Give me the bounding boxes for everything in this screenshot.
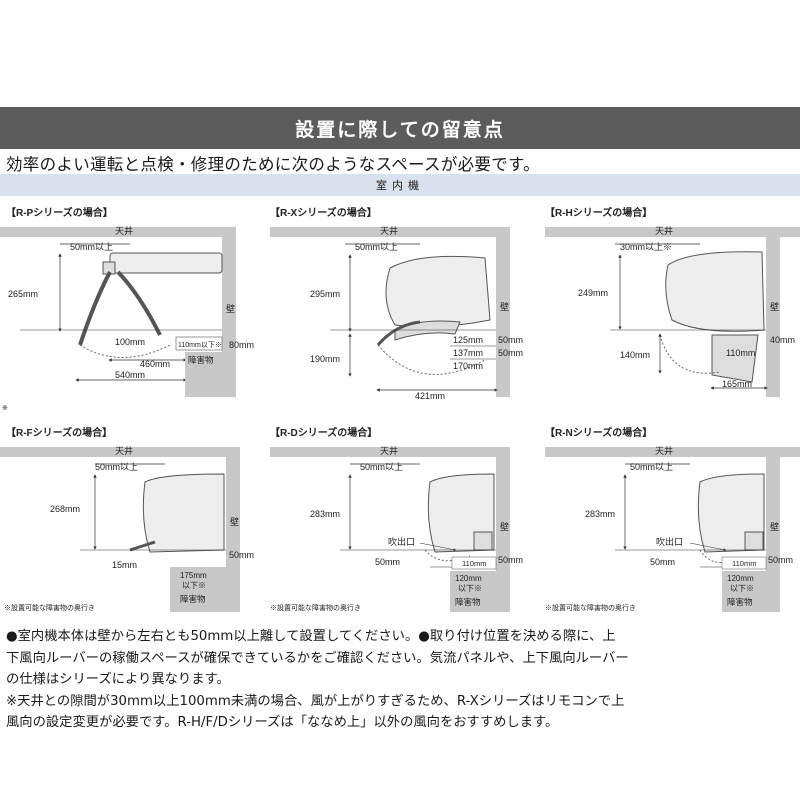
wall-label: 壁	[230, 516, 239, 527]
diagram-r-d: 【R-Dシリーズの場合】 天井 壁 50mm以上 283mm 吹出口 50mm …	[270, 426, 523, 612]
svg-text:137mm: 137mm	[453, 348, 483, 358]
diagram-heading: 【R-Fシリーズの場合】	[6, 426, 112, 439]
wall-label: 壁	[770, 521, 779, 532]
svg-text:50mm: 50mm	[498, 348, 523, 358]
svg-text:50mm: 50mm	[375, 557, 400, 567]
svg-text:283mm: 283mm	[585, 509, 615, 519]
svg-text:50mm: 50mm	[229, 550, 254, 560]
svg-text:50mm以上: 50mm以上	[360, 462, 403, 472]
wall-label: 壁	[770, 301, 779, 312]
svg-text:540mm: 540mm	[115, 370, 145, 380]
svg-text:50mm: 50mm	[498, 555, 523, 565]
wall-label: 壁	[500, 521, 509, 532]
svg-text:吹出口: 吹出口	[656, 536, 683, 547]
obstacle-label: 障害物	[188, 355, 214, 365]
note-line: の仕様はシリーズにより異なります。	[6, 672, 230, 687]
svg-text:110mm以下※: 110mm以下※	[178, 341, 222, 349]
svg-text:170mm: 170mm	[453, 361, 483, 371]
diagram-r-f: 【R-Fシリーズの場合】 天井 壁 50mm以上 268mm 50mm 15mm…	[0, 426, 254, 612]
svg-text:175mm: 175mm	[180, 571, 207, 580]
diagram-r-x: 【R-Xシリーズの場合】 天井 壁 50mm以上 295mm 190mm 125…	[270, 206, 523, 401]
note-line: ※天井との隙間が30mm以上100mm未満の場合、風が上がりすぎるため、R-Xシ…	[6, 693, 625, 709]
svg-text:140mm: 140mm	[620, 350, 650, 360]
svg-text:120mm: 120mm	[727, 574, 754, 583]
note-line: 下風向ルーバーの稼働スペースが確保できているかをご確認ください。気流パネルや、上…	[6, 650, 629, 666]
svg-text:50mm以上: 50mm以上	[70, 242, 113, 252]
svg-text:以下※: 以下※	[182, 581, 206, 590]
diagram-heading: 【R-Dシリーズの場合】	[270, 426, 377, 439]
diagram-heading: 【R-Nシリーズの場合】	[545, 426, 652, 439]
svg-text:110mm: 110mm	[732, 559, 756, 568]
svg-text:50mm: 50mm	[768, 555, 793, 565]
svg-text:120mm: 120mm	[455, 574, 482, 583]
svg-text:※設置可能な障害物の奥行き: ※設置可能な障害物の奥行き	[4, 603, 95, 612]
diagram-r-n: 【R-Nシリーズの場合】 天井 壁 50mm以上 283mm 吹出口 50mm …	[545, 426, 800, 612]
svg-text:吹出口: 吹出口	[388, 536, 415, 547]
svg-text:421mm: 421mm	[415, 391, 445, 401]
diagram-heading: 【R-Hシリーズの場合】	[545, 206, 652, 219]
wall-label: 壁	[500, 301, 509, 312]
svg-text:268mm: 268mm	[50, 504, 80, 514]
ceiling-label: 天井	[655, 225, 673, 236]
ceiling-label: 天井	[655, 445, 673, 456]
obstacle-label: 障害物	[455, 597, 481, 607]
svg-text:249mm: 249mm	[578, 288, 608, 298]
svg-text:50mm以上: 50mm以上	[355, 242, 398, 252]
obstacle-label: 障害物	[727, 597, 753, 607]
svg-text:283mm: 283mm	[310, 509, 340, 519]
page-title: 設置に際しての留意点	[0, 107, 800, 149]
ceiling-label: 天井	[115, 225, 133, 236]
svg-text:30mm以上※: 30mm以上※	[620, 242, 672, 252]
svg-text:50mm: 50mm	[650, 557, 675, 567]
svg-text:※設置可能な障害物の奥行き: ※設置可能な障害物の奥行き	[545, 603, 636, 612]
wall-label: 壁	[226, 303, 235, 314]
ceiling-label: 天井	[115, 445, 133, 456]
svg-text:以下※: 以下※	[730, 584, 754, 593]
note-line: 風向の設定変更が必要です。R-H/F/Dシリーズは「ななめ上」以外の風向をおすす…	[6, 715, 559, 730]
svg-text:以下※: 以下※	[458, 584, 482, 593]
svg-text:80mm: 80mm	[229, 340, 254, 350]
note-line: ●室内機本体は壁から左右とも50mm以上離して設置してください。●取り付け位置を…	[6, 629, 616, 644]
obstacle-label: 障害物	[180, 594, 206, 604]
svg-text:15mm: 15mm	[112, 560, 137, 570]
svg-text:40mm: 40mm	[770, 335, 795, 345]
ceiling-label: 天井	[380, 225, 398, 236]
svg-text:50mm以上: 50mm以上	[630, 462, 673, 472]
diagram-r-p: 【R-Pシリーズの場合】 天井 壁 50mm以上 265mm 100mm 460…	[0, 206, 254, 412]
section-label: 室内機	[0, 174, 800, 196]
svg-text:110mm: 110mm	[726, 348, 755, 358]
notes: ●室内機本体は壁から左右とも50mm以上離して設置してください。●取り付け位置を…	[6, 626, 796, 734]
svg-text:※設置可能な障害物の奥行き: ※設置可能な障害物の奥行き	[270, 603, 361, 612]
intro-text: 効率のよい運転と点検・修理のために次のようなスペースが必要です。	[6, 155, 540, 174]
svg-text:460mm: 460mm	[140, 359, 170, 369]
svg-text:※: ※	[2, 405, 8, 412]
svg-text:165mm: 165mm	[722, 379, 752, 389]
svg-text:190mm: 190mm	[310, 354, 340, 364]
diagram-heading: 【R-Pシリーズの場合】	[6, 206, 113, 219]
svg-text:125mm: 125mm	[453, 335, 483, 345]
svg-text:50mm: 50mm	[498, 335, 523, 345]
diagram-r-h: 【R-Hシリーズの場合】 天井 壁 30mm以上※ 249mm 140mm 11…	[545, 206, 800, 397]
svg-text:50mm以上: 50mm以上	[95, 462, 138, 472]
svg-text:265mm: 265mm	[8, 289, 38, 299]
diagram-heading: 【R-Xシリーズの場合】	[270, 206, 377, 219]
svg-text:295mm: 295mm	[310, 289, 340, 299]
ceiling-label: 天井	[380, 445, 398, 456]
svg-text:100mm: 100mm	[115, 337, 145, 347]
svg-text:110mm: 110mm	[462, 559, 486, 568]
